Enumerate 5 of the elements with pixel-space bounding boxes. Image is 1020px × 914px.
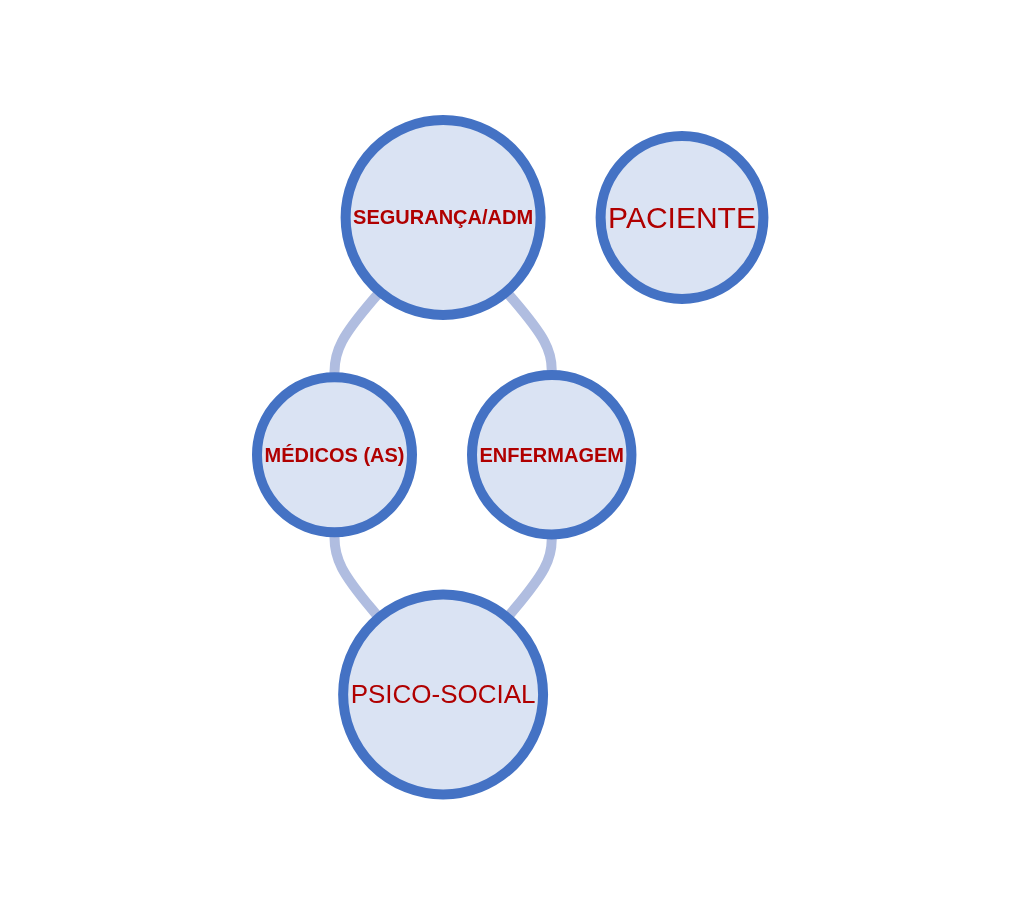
node-circle: PACIENTE	[595, 130, 769, 304]
node-circle: SEGURANÇA/ADM	[340, 114, 546, 320]
node-circle: PSICO-SOCIAL	[337, 589, 548, 800]
node-circle: MÉDICOS (AS)	[251, 372, 417, 538]
node-circle: ENFERMAGEM	[466, 369, 637, 540]
